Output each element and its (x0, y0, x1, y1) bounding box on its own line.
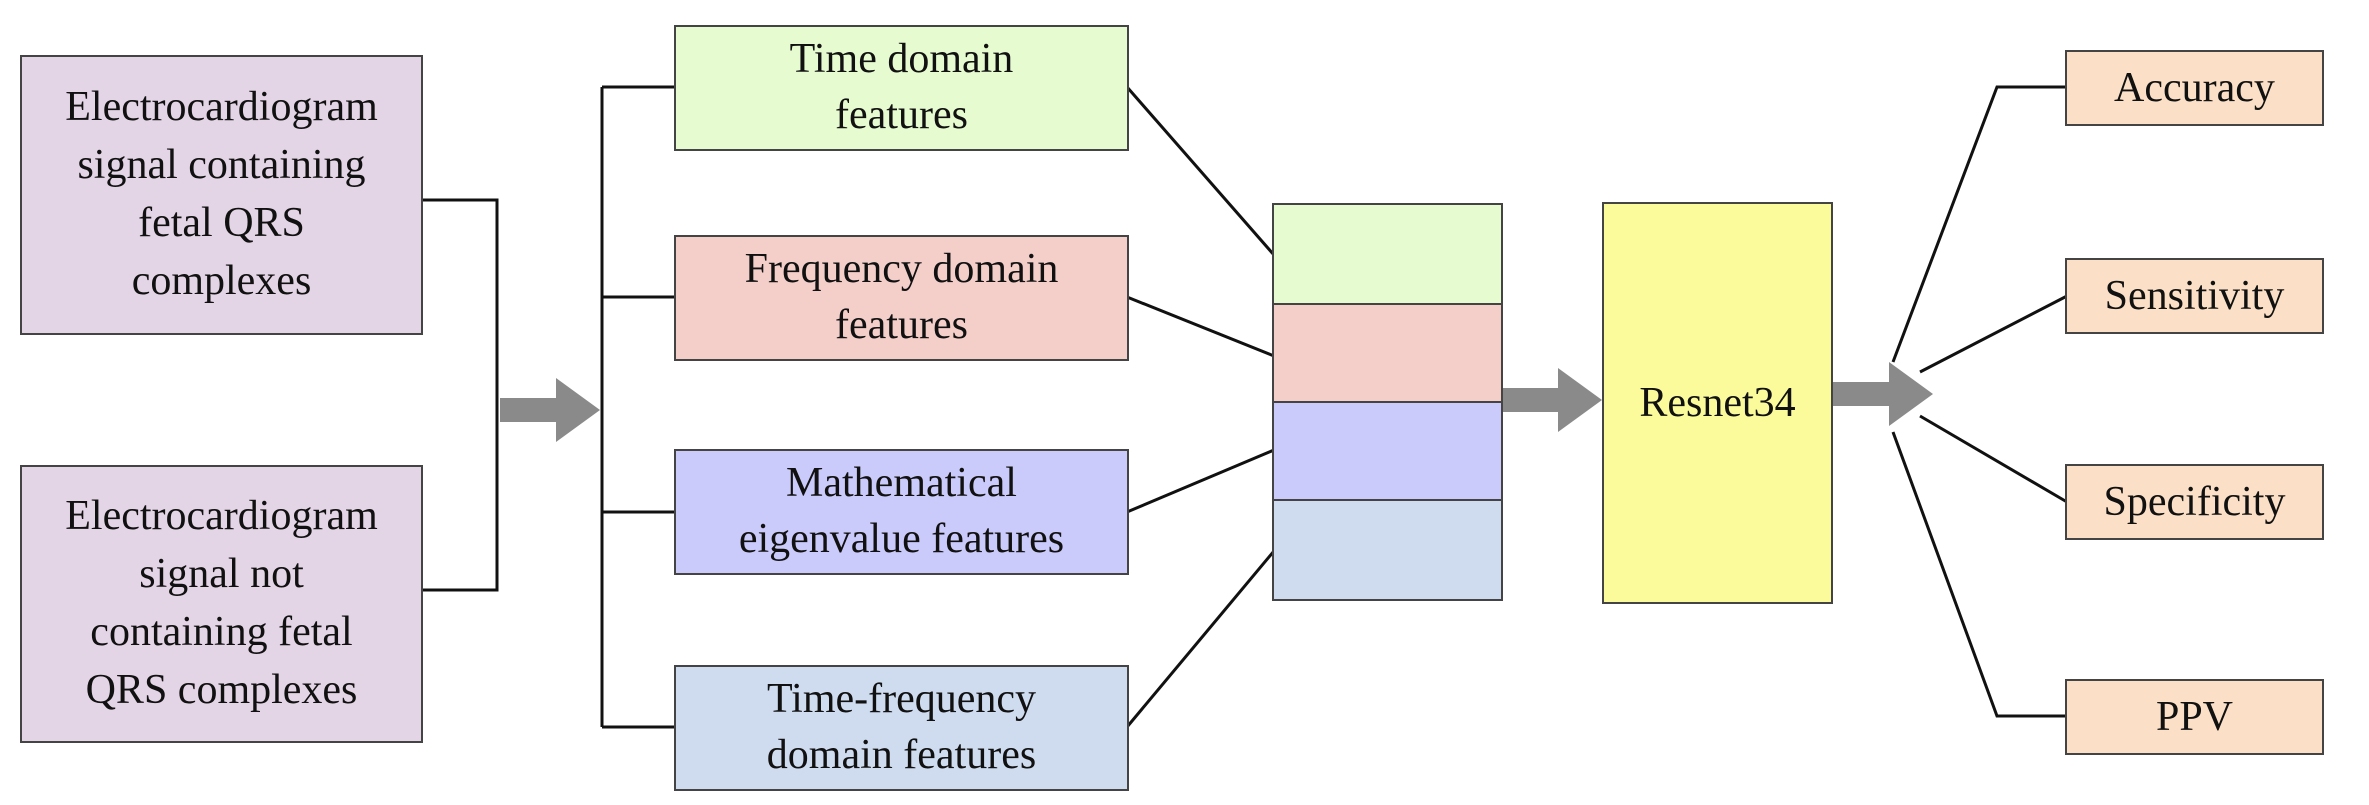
input-text-line: signal not (139, 551, 304, 598)
arrow-to-features (500, 378, 600, 442)
stack-cell-frequency-domain (1272, 303, 1503, 404)
stack-cell-time-frequency (1272, 499, 1503, 601)
feature-text-line: features (835, 92, 968, 138)
stack-cell-mathematical-eigenvalue (1272, 401, 1503, 502)
feature-text-line: Mathematical (786, 460, 1017, 507)
input-text-line: Electrocardiogram (65, 84, 378, 131)
feature-box-time-domain: Time domain features (674, 25, 1129, 151)
input-text-line: fetal QRS (138, 200, 305, 246)
metric-box-accuracy: Accuracy (2065, 50, 2324, 126)
feature-to-stack-lines (1125, 86, 1276, 728)
input-box-fetal-qrs: Electrocardiogram signal containing feta… (20, 55, 423, 335)
metric-label: PPV (2155, 693, 2234, 740)
arrow-to-metrics (1833, 362, 1933, 426)
metric-box-specificity: Specificity (2065, 464, 2324, 540)
input-bracket (421, 198, 499, 592)
metric-box-sensitivity: Sensitivity (2065, 258, 2324, 334)
feature-text-line: eigenvalue features (738, 516, 1065, 562)
metric-connector-lines (1891, 85, 2068, 718)
metric-label: Specificity (2103, 478, 2286, 525)
arrow-to-model (1502, 368, 1602, 432)
feature-text-line: Time-frequency (766, 676, 1037, 723)
input-box-no-fetal-qrs: Electrocardiogram signal not containing … (20, 465, 423, 743)
metric-label: Accuracy (2114, 64, 2275, 111)
feature-box-time-frequency: Time-frequency domain features (674, 665, 1129, 791)
input-text-line: Electrocardiogram (65, 493, 378, 540)
fused-feature-stack (1272, 203, 1503, 601)
input-text-line: QRS complexes (85, 666, 358, 713)
input-text-line: signal containing (77, 142, 366, 189)
feature-text-line: features (835, 302, 968, 348)
feature-bracket (600, 85, 676, 729)
model-label: Resnet34 (1639, 380, 1796, 426)
stack-cell-time-domain (1272, 203, 1503, 306)
feature-box-frequency-domain: Frequency domain features (674, 235, 1129, 361)
feature-text-line: Frequency domain (744, 246, 1059, 293)
input-text-line: containing fetal (90, 609, 353, 655)
feature-box-mathematical-eigenvalue: Mathematical eigenvalue features (674, 449, 1129, 575)
feature-text-line: Time domain (789, 36, 1014, 83)
input-text-line: complexes (131, 257, 312, 304)
feature-text-line: domain features (766, 732, 1037, 778)
metric-label: Sensitivity (2104, 272, 2285, 319)
metric-box-ppv: PPV (2065, 679, 2324, 755)
model-box-resnet34: Resnet34 (1602, 202, 1833, 604)
